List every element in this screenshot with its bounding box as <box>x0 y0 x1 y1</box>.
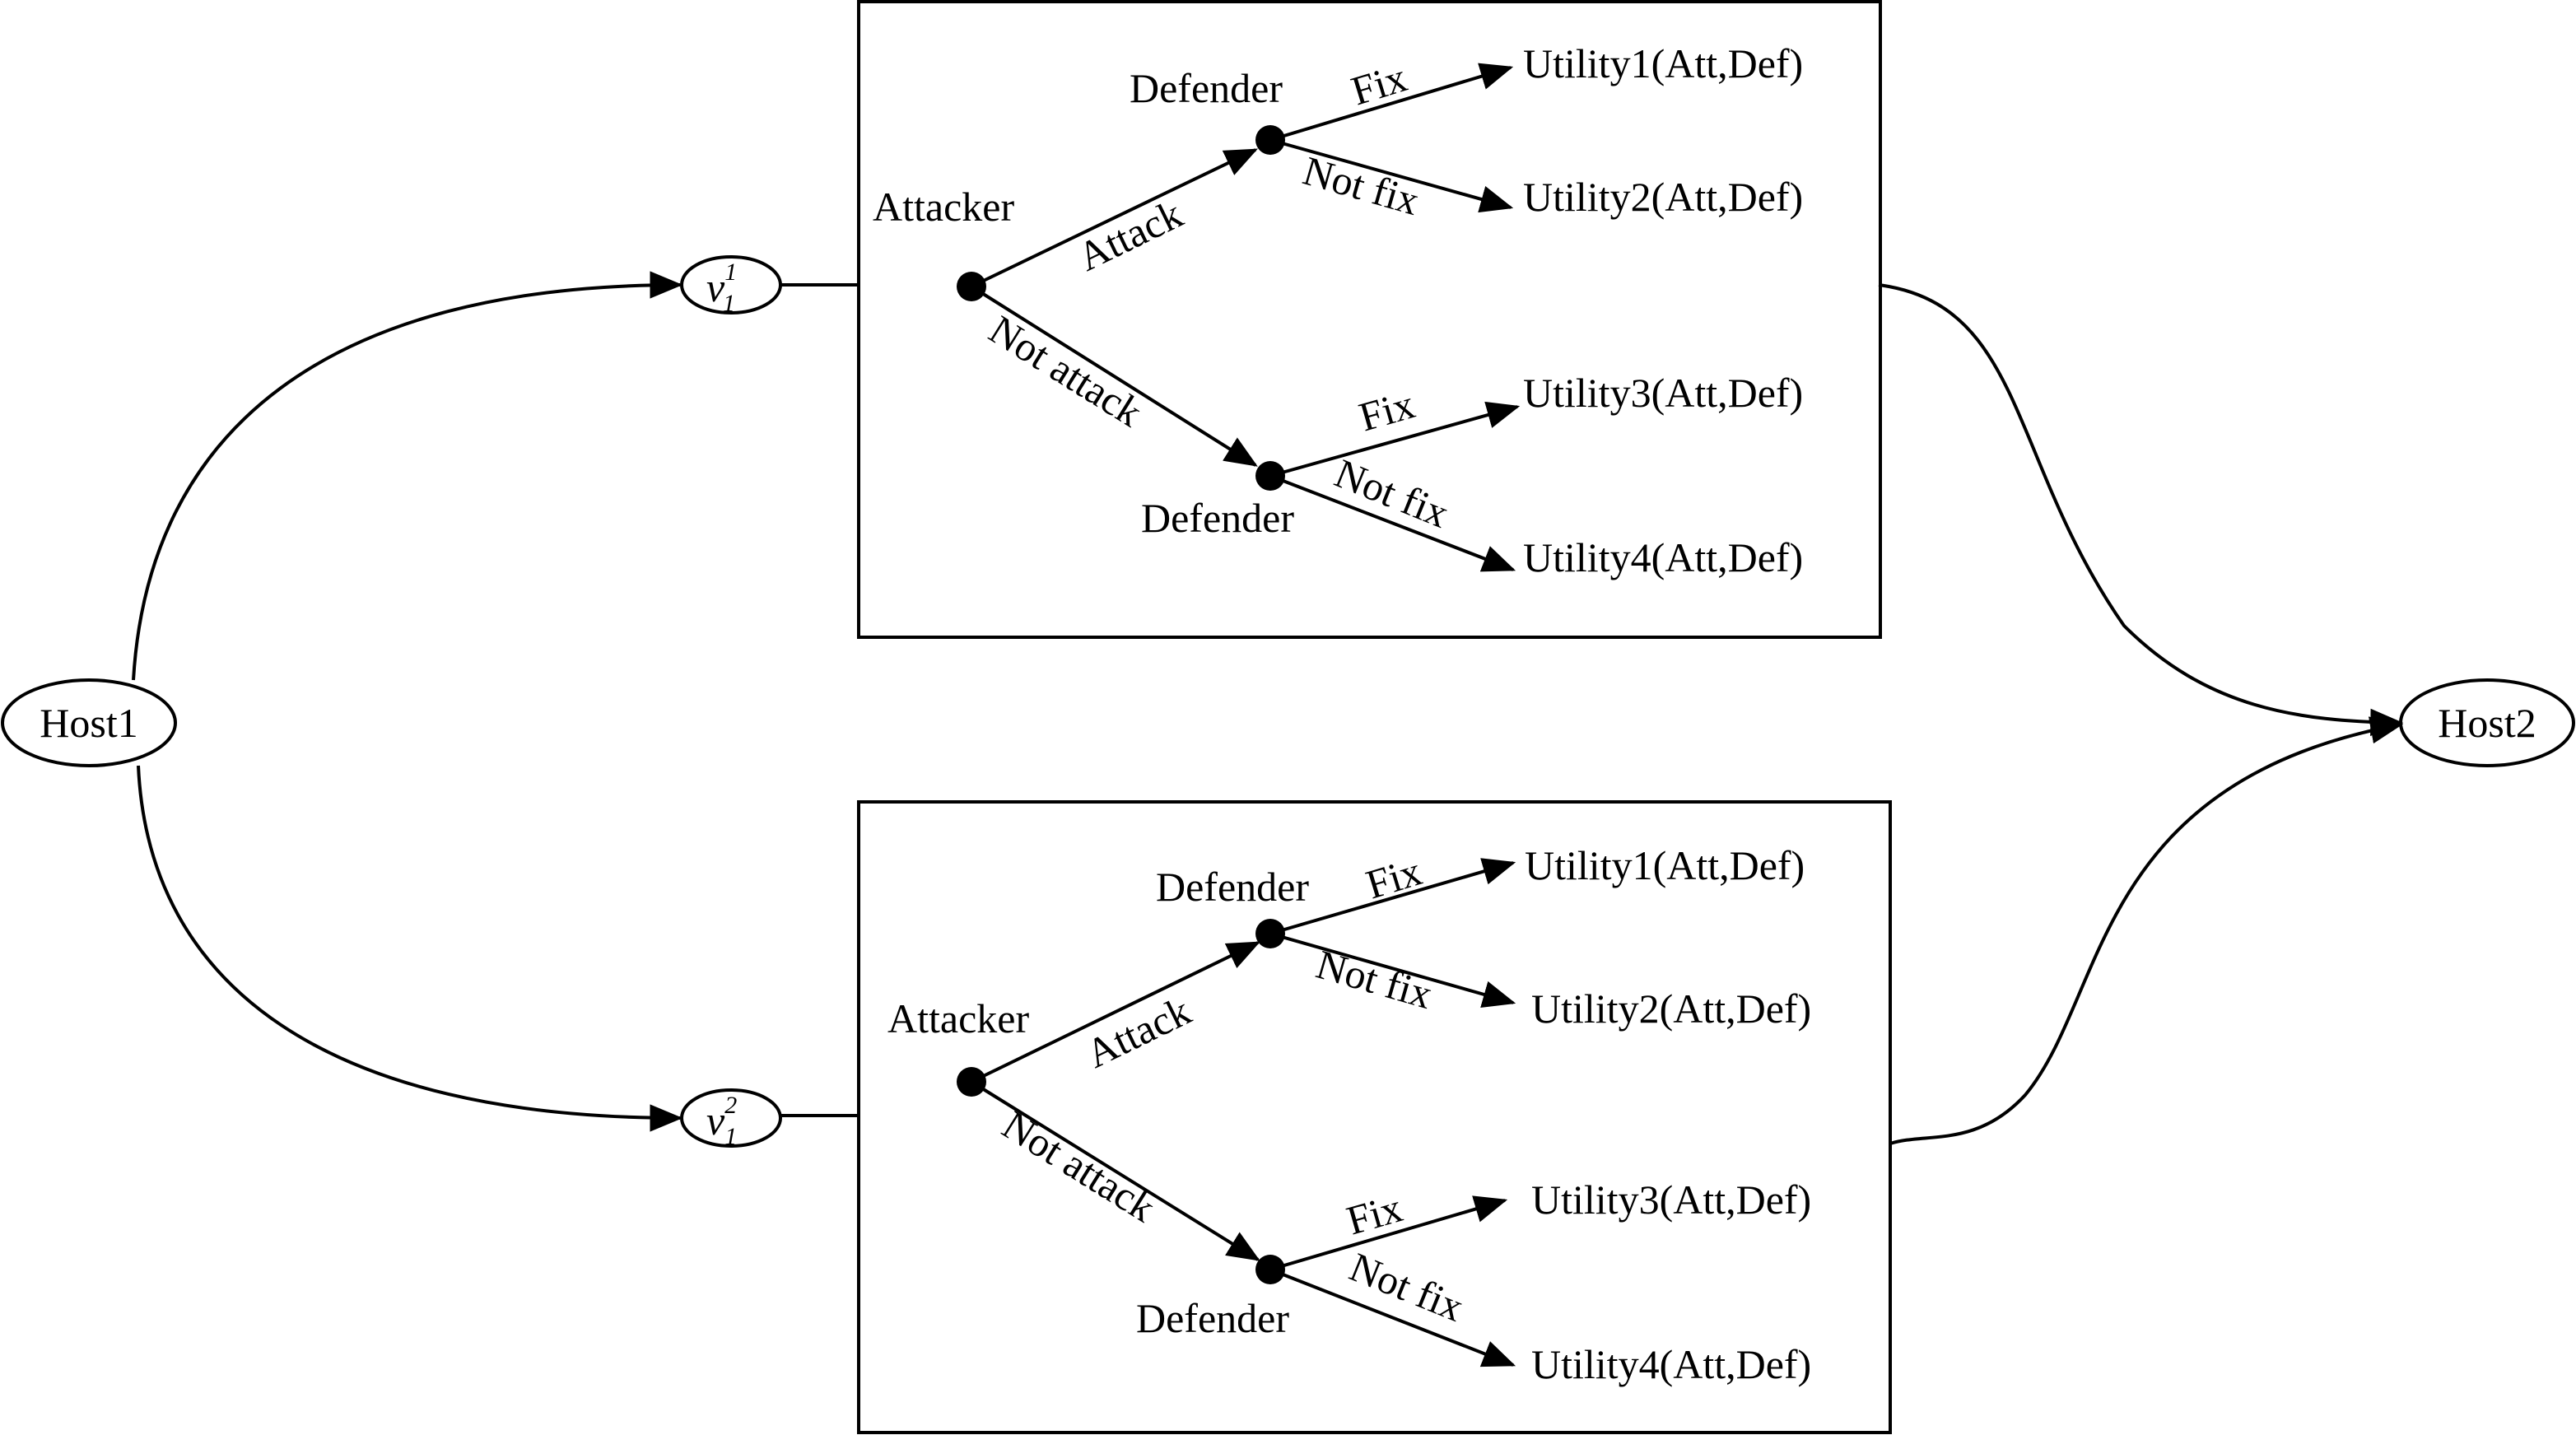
vulnerability-node-1: v1 1 <box>680 255 782 317</box>
not-fix-label-1a: Not fix <box>1298 147 1424 224</box>
vulnerability-node-2: v2 1 <box>680 1088 782 1150</box>
utility-1-2: Utility2(Att,Def) <box>1523 174 1803 220</box>
defender-label-1b: Defender <box>1141 495 1294 541</box>
edge-host1-to-vuln1 <box>132 271 683 681</box>
game-box-2-frame <box>857 800 1892 1434</box>
edge-host1-to-vuln2 <box>137 765 683 1132</box>
vuln2-sup: 2 <box>724 1092 737 1119</box>
utility-1-1: Utility1(Att,Def) <box>1523 40 1803 86</box>
attacker-node-1 <box>957 272 986 301</box>
utility-1-4: Utility4(Att,Def) <box>1523 534 1803 580</box>
not-fix-label-2b: Not fix <box>1344 1243 1470 1330</box>
utility-2-4: Utility4(Att,Def) <box>1531 1341 1811 1387</box>
defender-label-2a: Defender <box>1156 864 1309 910</box>
not-attack-label-2: Not attack <box>995 1102 1163 1231</box>
vuln1-sub: 1 <box>723 290 735 317</box>
defender-node-2b <box>1255 1255 1285 1284</box>
utility-2-3: Utility3(Att,Def) <box>1531 1176 1811 1223</box>
attack-label-1: Attack <box>1070 190 1189 280</box>
attacker-label-1: Attacker <box>873 184 1014 230</box>
host1-label: Host1 <box>40 700 137 746</box>
branch-not-fix-2b <box>1269 1268 1516 1367</box>
utility-2-1: Utility1(Att,Def) <box>1525 842 1805 888</box>
vuln1-base: v <box>706 264 725 310</box>
utility-1-3: Utility3(Att,Def) <box>1523 370 1803 416</box>
branch-not-fix-1b <box>1269 474 1516 572</box>
defender-node-1b <box>1255 461 1285 491</box>
branch-not-fix-1a <box>1269 138 1514 213</box>
game-tree-box-2: Attacker Defender Defender Attack Not at… <box>857 800 1892 1434</box>
edge-game2-to-host2 <box>1889 716 2404 1145</box>
branch-attack-1 <box>971 148 1259 288</box>
attacker-label-2: Attacker <box>887 995 1029 1041</box>
branch-fix-2b <box>1269 1195 1508 1271</box>
game-box-1-frame <box>857 0 1882 639</box>
not-attack-label-1: Not attack <box>981 306 1150 436</box>
svg-text:v21: v2 1 <box>706 1092 737 1150</box>
branch-fix-2a <box>1269 858 1516 935</box>
attacker-node-2 <box>957 1067 986 1097</box>
defender-node-2a <box>1255 919 1285 948</box>
host2-node: Host2 <box>2399 678 2575 767</box>
fix-label-2a: Fix <box>1361 847 1427 907</box>
defender-label-2b: Defender <box>1136 1295 1289 1341</box>
fix-label-2b: Fix <box>1342 1184 1408 1243</box>
branch-not-attack-2 <box>970 1080 1260 1261</box>
defender-node-1a <box>1255 125 1285 155</box>
host2-label: Host2 <box>2438 700 2536 746</box>
branch-fix-1b <box>1269 401 1521 478</box>
edge-game1-to-host2 <box>1878 283 2404 737</box>
not-fix-label-2a: Not fix <box>1311 941 1437 1018</box>
defender-label-1a: Defender <box>1130 65 1283 111</box>
branch-attack-2 <box>971 941 1260 1083</box>
utility-2-2: Utility2(Att,Def) <box>1531 985 1811 1032</box>
branch-fix-1a <box>1269 63 1514 142</box>
svg-text:v11: v1 1 <box>706 259 735 317</box>
game-tree-box-1: Attacker Defender Defender Attack Not at… <box>857 0 1882 639</box>
branch-not-fix-2a <box>1269 932 1516 1008</box>
vuln1-sup: 1 <box>724 259 735 286</box>
branch-not-attack-1 <box>970 285 1258 467</box>
host1-node: Host1 <box>1 678 177 767</box>
vuln2-base: v <box>706 1097 725 1144</box>
vuln2-sub: 1 <box>724 1123 737 1150</box>
fix-label-1b: Fix <box>1354 380 1420 440</box>
fix-label-1a: Fix <box>1346 54 1412 114</box>
